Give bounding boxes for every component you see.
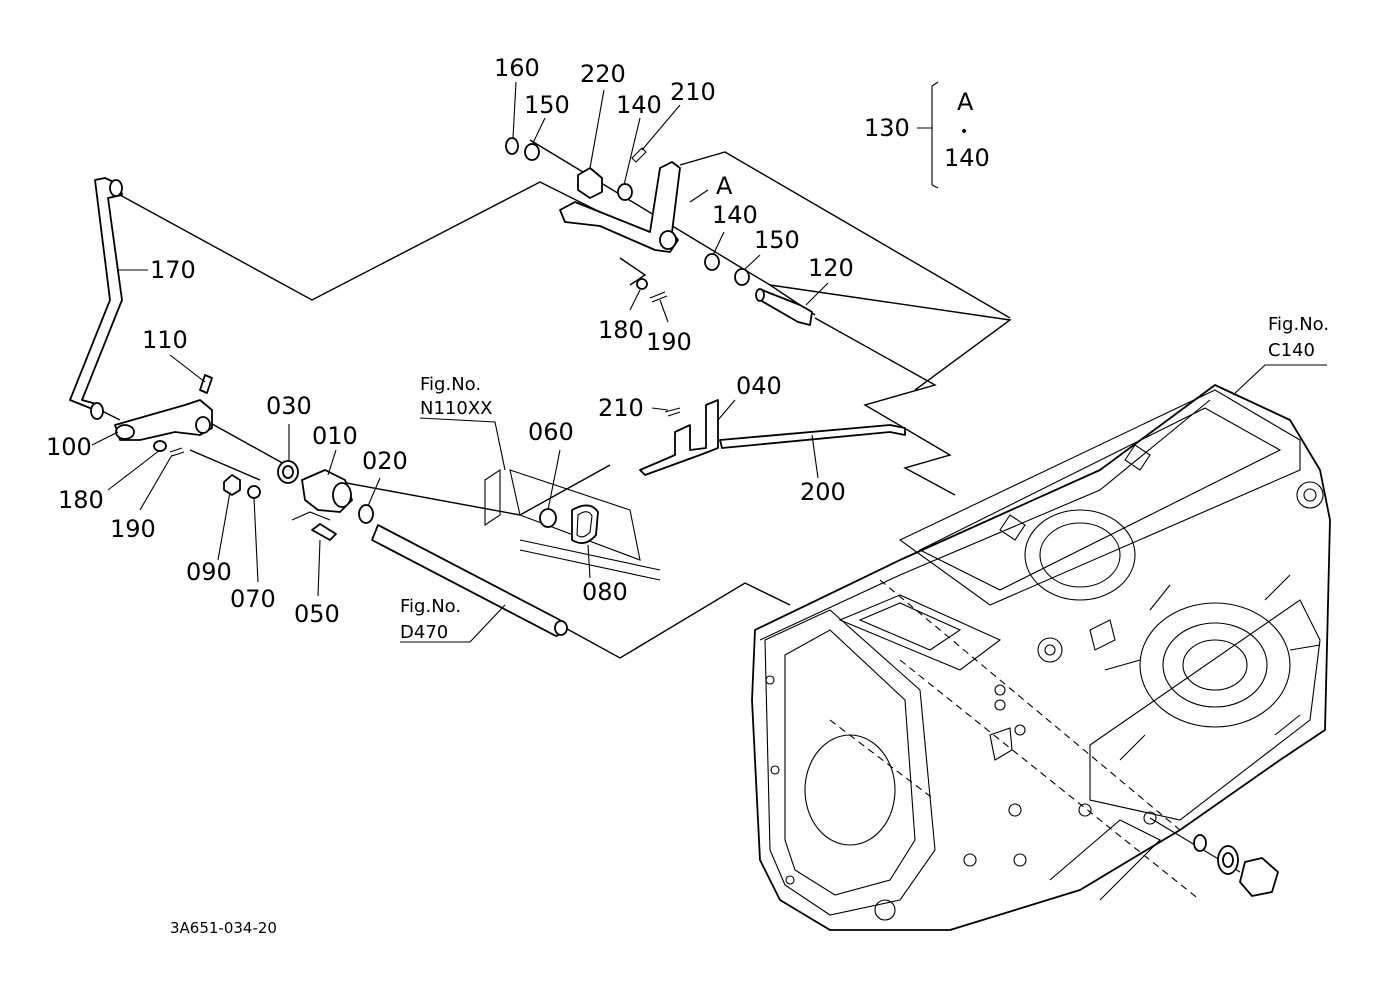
callout-210-mid: 210 bbox=[598, 394, 644, 422]
callout-110: 110 bbox=[142, 326, 188, 354]
callout-210-top: 210 bbox=[670, 78, 716, 106]
callout-090: 090 bbox=[186, 558, 232, 586]
figref-n110xx-line2: N110XX bbox=[420, 398, 492, 419]
callout-180-left: 180 bbox=[58, 486, 104, 514]
callout-200: 200 bbox=[800, 478, 846, 506]
callout-060: 060 bbox=[528, 418, 574, 446]
callout-100: 100 bbox=[46, 433, 92, 461]
document-id: 3A651-034-20 bbox=[170, 919, 277, 937]
callout-190-left: 190 bbox=[110, 515, 156, 543]
callout-labels: 160 150 220 140 210 A 140 150 120 180 19… bbox=[46, 54, 990, 628]
callout-010: 010 bbox=[312, 422, 358, 450]
callout-leaders bbox=[91, 81, 1327, 643]
callout-190-top: 190 bbox=[646, 328, 692, 356]
callout-040: 040 bbox=[736, 372, 782, 400]
callout-120: 120 bbox=[808, 254, 854, 282]
bracket-letter-a: A bbox=[957, 88, 974, 116]
callout-180-top: 180 bbox=[598, 316, 644, 344]
bracket-dot: • bbox=[960, 124, 968, 140]
callout-140-mid: 140 bbox=[712, 201, 758, 229]
callout-170: 170 bbox=[150, 256, 196, 284]
callout-030: 030 bbox=[266, 392, 312, 420]
callout-020: 020 bbox=[362, 447, 408, 475]
callout-080: 080 bbox=[582, 578, 628, 606]
callout-130: 130 bbox=[864, 114, 910, 142]
figref-n110xx-line1: Fig.No. bbox=[420, 374, 481, 395]
callout-150-top: 150 bbox=[524, 91, 570, 119]
callout-070: 070 bbox=[230, 585, 276, 613]
callout-050: 050 bbox=[294, 600, 340, 628]
figure-references: Fig.No. C140 Fig.No. N110XX Fig.No. D470 bbox=[400, 314, 1329, 643]
callout-150-mid: 150 bbox=[754, 226, 800, 254]
figref-d470-line1: Fig.No. bbox=[400, 596, 461, 617]
assembly-letter-a: A bbox=[716, 172, 733, 200]
figref-c140-line2: C140 bbox=[1268, 340, 1315, 361]
figref-d470-line2: D470 bbox=[400, 622, 448, 643]
callout-140-top: 140 bbox=[616, 91, 662, 119]
figref-c140-line1: Fig.No. bbox=[1268, 314, 1329, 335]
parts bbox=[69, 137, 906, 637]
transmission-case bbox=[751, 384, 1331, 931]
callout-140-bracket: 140 bbox=[944, 144, 990, 172]
callout-160: 160 bbox=[494, 54, 540, 82]
callout-220: 220 bbox=[580, 60, 626, 88]
